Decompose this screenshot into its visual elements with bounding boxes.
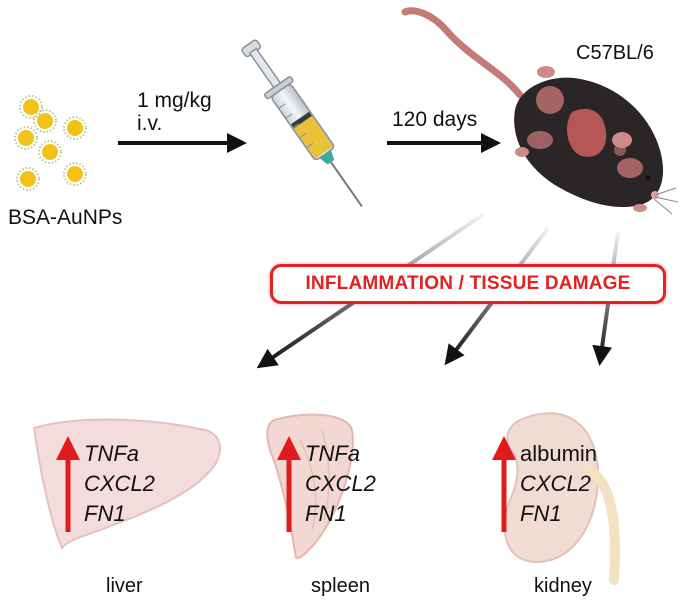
kidney-gene-2: CXCL2 [520,471,591,496]
kidney-upregulation-arrow [492,436,516,532]
banner-label: INFLAMMATION / TISSUE DAMAGE [305,273,631,294]
liver-gene-1: TNFa [84,441,139,466]
kidney-gene-3: FN1 [520,501,562,526]
mouse-strain-label: C57BL/6 [576,42,654,64]
inflammation-banner: INFLAMMATION / TISSUE DAMAGE [270,264,666,304]
spleen-label: spleen [311,575,370,597]
syringe-icon [241,39,363,208]
nanoparticle-coating [33,109,57,133]
nanoparticle-coating [63,116,87,140]
mouse-icon [401,7,679,215]
nanoparticle [67,120,83,136]
kidney-icon [503,412,620,585]
nanoparticle [23,99,39,115]
kidney-gene-1: albumin [520,441,598,466]
kidney-label: kidney [534,575,592,597]
dose-amount: 1 mg/kg [137,89,212,112]
liver-gene-2: CXCL2 [84,471,155,496]
nanoparticle [67,166,83,182]
nanoparticle-coating [16,167,40,191]
nanoparticle-label: BSA-AuNPs [8,206,123,229]
spleen-gene-2: CXCL2 [305,471,376,496]
duration-label: 120 days [392,108,478,131]
nanoparticle [18,130,34,146]
nanoparticle [42,144,58,160]
nanoparticle-coating [38,140,62,164]
nanoparticle-cluster [14,95,87,191]
nanoparticle-coating [14,126,38,150]
liver-upregulation-arrow [56,436,80,532]
liver-gene-3: FN1 [84,501,126,526]
liver-icon [32,418,222,550]
liver-label: liver [106,575,143,597]
spleen-gene-3: FN1 [305,501,347,526]
nanoparticle-coating [19,95,43,119]
spleen-gene-1: TNFa [305,441,360,466]
nanoparticle-coating [63,162,87,186]
nanoparticle [37,113,53,129]
spleen-upregulation-arrow [277,436,301,532]
dose-route: i.v. [137,112,163,135]
nanoparticle [20,171,36,187]
